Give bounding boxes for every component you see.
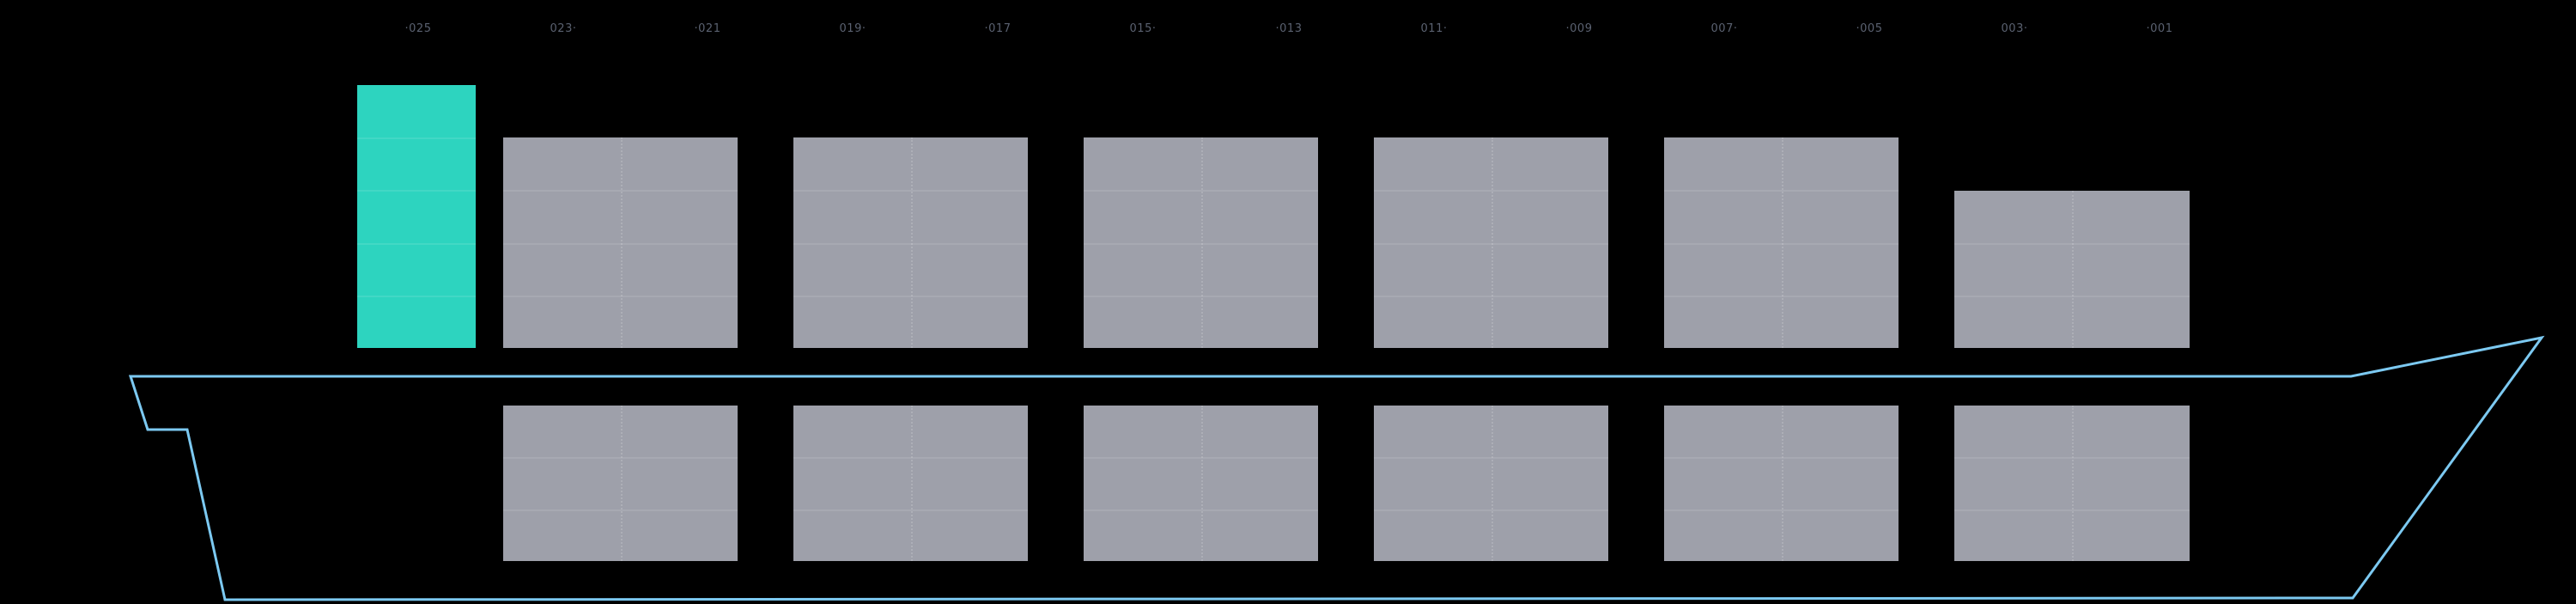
tier-divider-line [1374,190,1608,192]
tier-divider-line [503,242,738,245]
tier-divider-line [793,457,1028,460]
tier-divider-line [1954,457,2190,460]
tier-divider-line [1374,457,1608,460]
bay-block[interactable] [793,406,1028,561]
tier-divider-line [1084,190,1318,192]
tier-divider-line [1954,509,2190,511]
tier-divider-line [1374,242,1608,245]
column-divider-line [1200,406,1203,561]
column-divider-line [1491,406,1493,561]
column-divider-line [2072,191,2074,348]
tier-divider-line [357,190,476,192]
column-divider-line [620,137,623,348]
bay-block[interactable] [1374,406,1608,561]
tier-divider-line [1664,295,1899,297]
tier-divider-line [1374,509,1608,511]
bay-number-label: ·017 [984,22,1012,35]
bay-block-highlighted[interactable] [357,85,476,348]
tier-divider-line [1664,509,1899,511]
bay-number-label: ·025 [404,22,432,35]
tier-divider-line [1084,295,1318,297]
tier-divider-line [793,242,1028,245]
bay-block[interactable] [503,137,738,348]
bay-number-label: ·005 [1856,22,1883,35]
bay-number-label: ·021 [694,22,721,35]
tier-divider-line [357,242,476,245]
hull-outline-polygon [128,335,2545,601]
tier-divider-line [793,509,1028,511]
bay-number-label: 003· [2001,22,2028,35]
bay-block[interactable] [1954,406,2190,561]
column-divider-line [620,406,623,561]
bay-block[interactable] [1084,406,1318,561]
tier-divider-line [793,190,1028,192]
tier-divider-line [1664,190,1899,192]
tier-divider-line [503,295,738,297]
tier-divider-line [503,190,738,192]
tier-divider-line [503,509,738,511]
tier-divider-line [1374,295,1608,297]
tier-divider-line [1954,243,2190,245]
bay-number-label: 023· [550,22,577,35]
tier-divider-line [1084,457,1318,460]
tier-divider-line [357,137,476,140]
bay-number-label: 007· [1710,22,1738,35]
bay-block[interactable] [1664,406,1899,561]
bay-number-label: ·013 [1275,22,1303,35]
bay-number-label: 019· [839,22,866,35]
bay-number-label: ·001 [2146,22,2173,35]
column-divider-line [1781,406,1783,561]
bay-block[interactable] [1374,137,1608,348]
tier-divider-line [1664,242,1899,245]
tier-divider-line [1664,457,1899,460]
tier-divider-line [1954,296,2190,297]
column-divider-line [1781,137,1783,348]
bay-block[interactable] [503,406,738,561]
tier-divider-line [793,295,1028,297]
bay-number-label: 011· [1420,22,1448,35]
column-divider-line [910,406,913,561]
tier-divider-line [357,295,476,297]
bay-number-label: ·009 [1565,22,1593,35]
column-divider-line [2072,406,2074,561]
tier-divider-line [1084,509,1318,511]
bay-block[interactable] [793,137,1028,348]
bay-number-label: 015· [1129,22,1157,35]
column-divider-line [910,137,913,348]
bay-block[interactable] [1954,191,2190,348]
bay-block[interactable] [1084,137,1318,348]
column-divider-line [1200,137,1203,348]
tier-divider-line [1084,242,1318,245]
tier-divider-line [503,457,738,460]
column-divider-line [1491,137,1493,348]
bay-block[interactable] [1664,137,1899,348]
